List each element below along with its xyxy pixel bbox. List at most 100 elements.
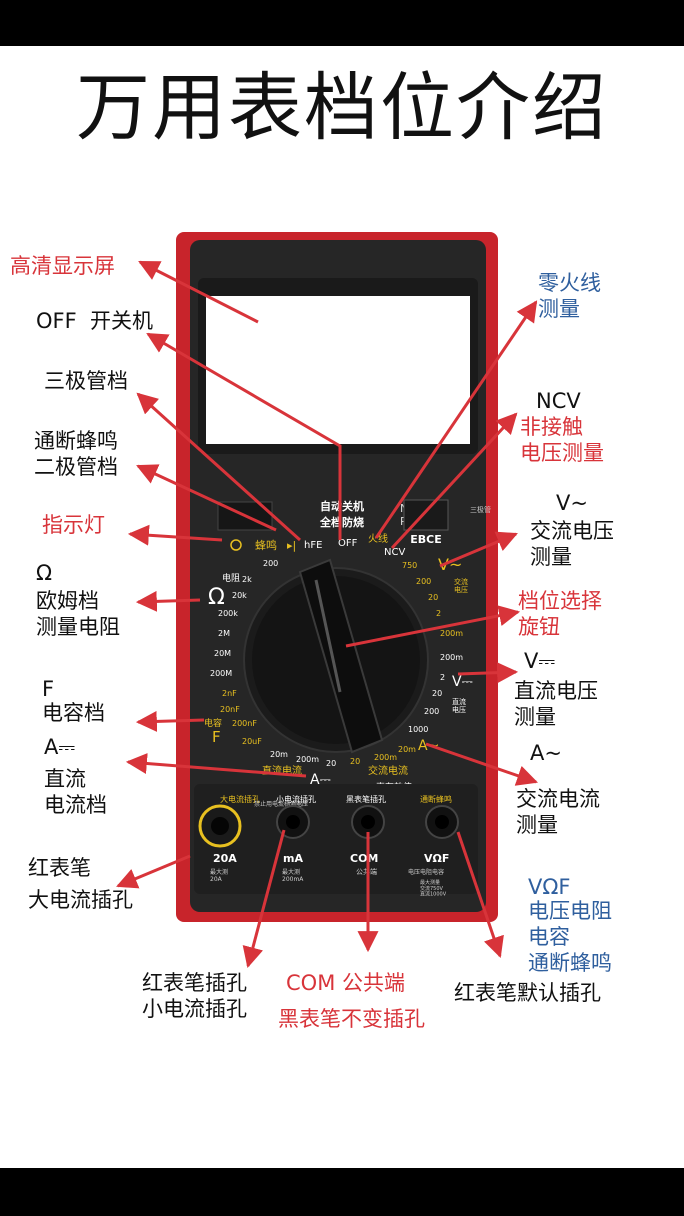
label-red-20a: 红表笔 大电流插孔 [28, 856, 133, 912]
jack-ma-label: mA [283, 852, 303, 865]
device-capacitance: 电容 [204, 717, 222, 729]
label-vohm-symbol: VΩF [528, 875, 571, 899]
dcv-range-0: 200m [440, 629, 463, 638]
top-black-bar [0, 0, 684, 46]
arrow-acv [439, 531, 518, 568]
device-off: OFF [338, 538, 358, 549]
dca-range-1: 200m [296, 755, 319, 764]
jack-ma-top: 小电流插孔 [276, 794, 316, 804]
dca-range-2: 20 [326, 759, 336, 768]
label-aca-symbol: A~ [530, 741, 562, 765]
label-continuity: 通断蜂鸣 二极管档 [34, 429, 118, 479]
ohm-range-0: 200 [263, 559, 278, 568]
page-title: 万用表档位介绍 [76, 65, 608, 151]
label-selector: 档位选择 旋钮 [518, 589, 602, 639]
cap-dial-icon: F [212, 728, 221, 746]
cap-range-0: 2nF [222, 689, 237, 698]
arrow-ncv [390, 412, 518, 550]
jack-v-top: 通断蜂鸣 [420, 794, 452, 804]
arrow-transistor [136, 392, 302, 542]
arrow-continuity [136, 464, 277, 532]
arrow-cap [135, 710, 205, 732]
arrow-dcv [457, 662, 519, 684]
cap-range-2: 200nF [232, 719, 257, 728]
arrow-ohm [135, 590, 201, 612]
arrow-live [374, 300, 538, 539]
label-vohm: 电压电阻 电容 通断蜂鸣 [528, 899, 612, 975]
device-center-top: 自动关机 [320, 499, 364, 513]
jack-side-note: 禁止用电流档测电压 [254, 800, 308, 808]
dcv-dial-icon: V⎓ [452, 674, 473, 690]
ohm-dial-icon: Ω [208, 585, 225, 610]
arrow-indicator [127, 524, 223, 546]
aca-range-2: 20m [398, 745, 416, 754]
device-ac-voltage: 交流电压 [454, 577, 468, 594]
label-ncv: NCV [536, 389, 581, 413]
label-live-wire: 零火线 测量 [538, 271, 601, 321]
device-buzzer: 蜂鸣 [255, 538, 277, 552]
aca-range-1: 200m [374, 753, 397, 762]
label-acv: 交流电压 测量 [530, 519, 614, 569]
jack-v-hole [435, 815, 449, 829]
dcv-range-4: 1000 [408, 725, 428, 734]
acv-range-0: 750 [402, 561, 417, 570]
acv-range-2: 20 [428, 593, 438, 602]
dcv-range-3: 200 [424, 707, 439, 716]
dcv-range-1: 2 [440, 673, 445, 682]
bottom-black-bar [0, 1168, 684, 1216]
dcv-range-0b: 200m [440, 653, 463, 662]
arrow-screen [138, 260, 259, 324]
indicator-light-icon [230, 539, 242, 551]
label-cap-symbol: F [42, 677, 55, 701]
diode-icon: ▸| [287, 539, 296, 552]
device-live: 火线 [368, 532, 388, 545]
label-dca: 直流 电流档 [44, 767, 107, 817]
hd-screen [206, 296, 470, 444]
device-right-note: 三极管 [470, 505, 491, 514]
label-dcv: 直流电压 测量 [514, 679, 598, 729]
cap-range-1: 20nF [220, 705, 240, 714]
jack-v-note: 电压电阻电容 [408, 868, 444, 876]
label-red-ma: 红表笔插孔 小电流插孔 [142, 971, 247, 1021]
ohm-range-2: 20k [232, 591, 247, 600]
arrow-aca [425, 742, 538, 786]
jack-v-label: VΩF [424, 852, 449, 865]
ohm-range-4: 2M [218, 629, 230, 638]
jack-com-hole [361, 815, 375, 829]
knob-pointer [314, 579, 342, 693]
device-hfe: hFE [304, 540, 322, 551]
label-cap: 电容档 [42, 701, 105, 725]
jack-20a-hole [211, 817, 229, 835]
annotation-arrows [116, 260, 538, 969]
jack-ma-hole [286, 815, 300, 829]
ohm-range-6: 200M [210, 669, 232, 678]
label-ncv-desc: 非接触 电压测量 [520, 415, 604, 465]
transistor-socket [403, 499, 449, 531]
arrow-vohm [456, 831, 504, 958]
dca-range-0: 20m [270, 750, 288, 759]
jack-com-top: 黑表笔插孔 [346, 794, 386, 804]
arrow-dca [125, 753, 307, 778]
device-dc-voltage: 直流电压 [452, 697, 466, 714]
label-com: COM 公共端 [286, 971, 405, 995]
arrow-off [146, 332, 342, 540]
device-resistance: 电阻 [222, 572, 240, 584]
dcv-range-2: 20 [432, 689, 442, 698]
cap-range-3: 20uF [242, 737, 262, 746]
ohm-range-1: 2k [242, 575, 252, 584]
label-ohm: 欧姆档 测量电阻 [36, 589, 120, 639]
label-dca-symbol: A⎓ [44, 735, 76, 759]
jack-panel [194, 784, 478, 894]
arrow-20a [116, 854, 191, 889]
label-dcv-symbol: V⎓ [524, 649, 556, 673]
arrow-selector [345, 605, 521, 648]
device-ncv: NCV [384, 547, 405, 558]
label-acv-symbol: V~ [556, 491, 588, 515]
label-red-default: 红表笔默认插孔 [454, 981, 601, 1005]
jack-20a-label: 20A [213, 852, 237, 865]
label-com-sub: 黑表笔不变插孔 [278, 1007, 425, 1031]
